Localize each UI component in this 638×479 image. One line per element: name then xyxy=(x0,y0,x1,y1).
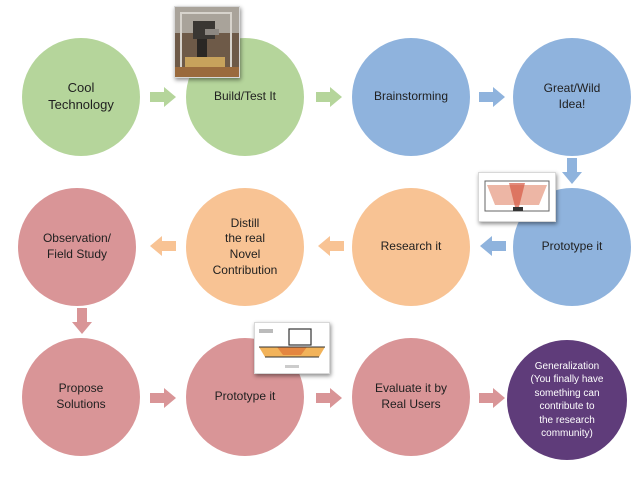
arrow-down-icon xyxy=(562,158,582,184)
arrow-right-icon xyxy=(150,87,176,107)
node-great-wild-idea: Great/Wild Idea! xyxy=(513,38,631,156)
arrow-left-icon xyxy=(480,236,506,256)
arrow-down-icon xyxy=(72,308,92,334)
arrow-right-icon xyxy=(479,87,505,107)
node-observation-field-study: Observation/ Field Study xyxy=(18,188,136,306)
node-propose-solutions: Propose Solutions xyxy=(22,338,140,456)
node-cool-technology: Cool Technology xyxy=(22,38,140,156)
arrow-left-icon xyxy=(318,236,344,256)
node-evaluate-real-users: Evaluate it by Real Users xyxy=(352,338,470,456)
tabletop-sketch-photo xyxy=(254,322,330,374)
prototype-sketch-photo xyxy=(478,172,556,222)
arrow-right-icon xyxy=(150,388,176,408)
arrow-right-icon xyxy=(316,388,342,408)
node-brainstorming: Brainstorming xyxy=(352,38,470,156)
device-photo xyxy=(174,6,240,78)
arrow-right-icon xyxy=(479,388,505,408)
node-generalization: Generalization (You finally have somethi… xyxy=(507,340,627,460)
node-distill-contribution: Distill the real Novel Contribution xyxy=(186,188,304,306)
arrow-right-icon xyxy=(316,87,342,107)
node-research-it: Research it xyxy=(352,188,470,306)
arrow-left-icon xyxy=(150,236,176,256)
